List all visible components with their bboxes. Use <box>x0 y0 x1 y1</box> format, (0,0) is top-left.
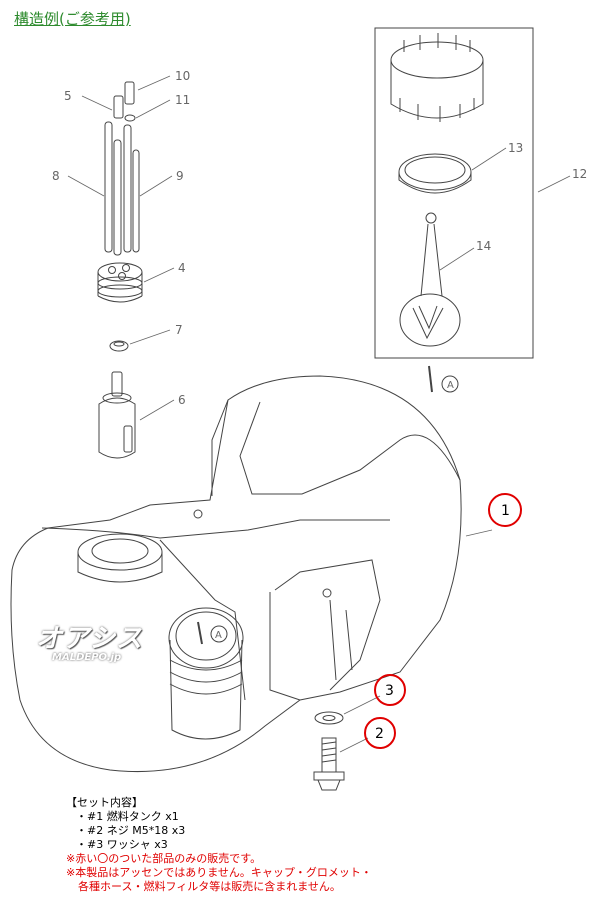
view-marker-top: A <box>447 380 454 391</box>
part-14-strainer <box>399 212 461 347</box>
notes-red-2: ※本製品はアッセンではありません。キャップ・グロメット・ <box>66 866 372 879</box>
notes-item-2: ・#2 ネジ M5*18 x3 <box>76 824 186 837</box>
label-part-5: 5 <box>64 89 72 103</box>
label-part-6: 6 <box>178 393 186 407</box>
label-part-2: 2 <box>375 726 384 742</box>
notes-item-1: ・#1 燃料タンク x1 <box>76 810 179 823</box>
label-part-9: 9 <box>176 169 184 183</box>
watermark-site: MALDEPO.jp <box>52 652 122 663</box>
label-part-13: 13 <box>508 141 523 155</box>
cap-assembly-box <box>374 27 534 359</box>
leader-lines <box>67 75 571 753</box>
part-7-ring <box>109 340 129 352</box>
watermark-brand: オアシス <box>36 624 143 654</box>
label-part-14: 14 <box>476 239 491 253</box>
label-part-8: 8 <box>52 169 60 183</box>
part-3-washer <box>314 711 344 725</box>
highlight-circle-3 <box>374 674 406 706</box>
part-12-cap <box>390 33 484 122</box>
view-marker-tank: A <box>215 630 222 641</box>
label-part-7: 7 <box>175 323 183 337</box>
part-2-screw <box>313 737 345 791</box>
part-8-9-hoses <box>104 121 140 256</box>
label-part-11: 11 <box>175 93 190 107</box>
notes-item-3: ・#3 ワッシャ x3 <box>76 838 168 851</box>
label-part-4: 4 <box>178 261 186 275</box>
label-part-12: 12 <box>572 167 587 181</box>
notes-red-1: ※赤い〇のついた部品のみの販売です。 <box>66 852 262 865</box>
label-part-3: 3 <box>385 683 394 699</box>
part-5-10-11-fittings <box>113 81 136 122</box>
part-6-fuel-filter <box>98 371 136 459</box>
part-4-grommet <box>97 262 143 303</box>
label-part-10: 10 <box>175 69 190 83</box>
highlight-circle-1 <box>488 493 522 527</box>
notes-heading: 【セット内容】 <box>66 796 143 809</box>
notes-red-3: 各種ホース・燃料フィルタ等は販売に含まれません。 <box>78 880 341 893</box>
highlight-circles <box>364 493 522 749</box>
part-13-gasket <box>398 153 472 194</box>
part-1-fuel-tank <box>10 375 462 773</box>
view-a-arrow-top <box>428 365 459 393</box>
set-contents-notes: 【セット内容】 ・#1 燃料タンク x1 ・#2 ネジ M5*18 x3 ・#3… <box>66 796 372 894</box>
label-part-1: 1 <box>501 503 510 519</box>
page-title: 構造例(ご参考用) <box>14 10 131 28</box>
highlight-circle-2 <box>364 717 396 749</box>
